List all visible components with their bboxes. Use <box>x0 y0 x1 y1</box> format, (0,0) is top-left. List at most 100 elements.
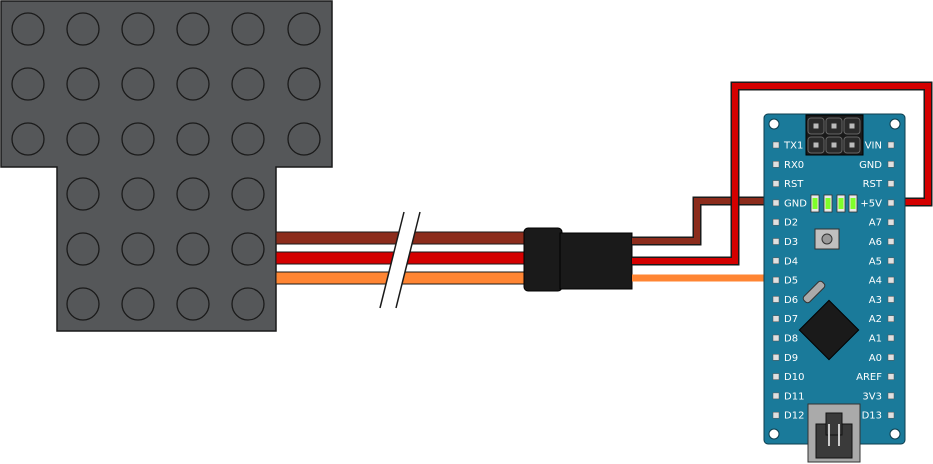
right-pin-pad[interactable] <box>887 392 895 400</box>
left-pin-label: TX1 <box>783 141 803 152</box>
module-stud <box>121 12 155 46</box>
left-pin-pad[interactable] <box>772 354 780 361</box>
jumper-wire-brown-gnd <box>632 196 776 246</box>
icsp-pin <box>813 123 819 129</box>
right-pin-pad[interactable] <box>887 218 895 226</box>
right-pin-pad[interactable] <box>887 257 895 265</box>
left-pin-label: D12 <box>784 411 804 422</box>
left-pin-label: D10 <box>784 372 804 383</box>
icsp-pin <box>813 142 819 148</box>
cable-break-line-right <box>395 211 421 309</box>
connector-plug <box>523 227 563 292</box>
left-pin-pad[interactable] <box>772 180 780 187</box>
left-pin-pad[interactable] <box>772 276 780 284</box>
module-stud <box>231 177 265 211</box>
module-stud <box>121 287 155 321</box>
left-pin-pad[interactable] <box>772 296 780 303</box>
mounting-hole <box>768 428 780 440</box>
cable-break-line-left <box>379 211 405 309</box>
jumper-wires <box>632 81 933 282</box>
led-light <box>812 198 818 209</box>
right-pin-pad[interactable] <box>887 296 895 303</box>
left-pin-pad[interactable] <box>772 334 780 342</box>
left-pin-label: D3 <box>784 237 798 248</box>
right-pin-label: A7 <box>869 218 882 229</box>
reset-button-cap[interactable] <box>821 233 833 245</box>
led-light <box>850 198 856 209</box>
module-studs <box>11 12 321 321</box>
left-pin-pad[interactable] <box>772 161 780 168</box>
module-stud <box>176 67 210 101</box>
module-stud <box>121 122 155 156</box>
left-pin-label: D4 <box>784 256 798 267</box>
left-pin-pad[interactable] <box>772 373 780 380</box>
right-pin-pad[interactable] <box>887 161 895 168</box>
module-stud <box>231 67 265 101</box>
mounting-hole <box>889 428 901 440</box>
icsp-pin <box>831 142 837 148</box>
module-stud <box>11 122 45 156</box>
servo-cable <box>275 211 527 309</box>
right-pin-pad[interactable] <box>887 315 895 322</box>
usb-contact <box>838 424 840 446</box>
module-stud <box>66 67 100 101</box>
right-pin-label: A0 <box>869 353 882 364</box>
module-stud <box>231 232 265 266</box>
mini-usb-port[interactable] <box>807 403 861 463</box>
left-pin-label: D2 <box>784 218 798 229</box>
status-leds <box>810 194 858 213</box>
left-pin-label: D11 <box>784 391 804 402</box>
right-pin-label: D13 <box>862 411 882 422</box>
left-pin-pad[interactable] <box>772 238 780 245</box>
left-pin-label: D8 <box>784 334 798 345</box>
mounting-hole <box>889 118 901 130</box>
right-pin-pad[interactable] <box>887 199 895 207</box>
right-pin-pad[interactable] <box>887 334 895 342</box>
module-stud <box>287 122 321 156</box>
icsp-header <box>805 114 864 156</box>
left-pin-pad[interactable] <box>772 315 780 322</box>
connector-socket <box>559 232 633 290</box>
left-pin-pad[interactable] <box>772 141 780 149</box>
module-stud <box>66 232 100 266</box>
right-pin-label: +5V <box>860 198 882 209</box>
right-pin-label: 3V3 <box>862 391 882 402</box>
left-pin-label: D9 <box>784 353 798 364</box>
jumper-wire-brown-gnd-inner <box>632 198 776 244</box>
right-pin-pad[interactable] <box>887 141 895 149</box>
right-pin-pad[interactable] <box>887 373 895 380</box>
right-pin-label: RST <box>863 179 883 190</box>
right-pin-label: GND <box>859 160 882 171</box>
right-pin-pad[interactable] <box>887 411 895 419</box>
left-pin-pad[interactable] <box>772 199 780 207</box>
mounting-hole <box>768 118 780 130</box>
left-pin-pad[interactable] <box>772 257 780 265</box>
module-stud <box>287 67 321 101</box>
module-stud <box>287 12 321 46</box>
microcontroller-chip <box>798 299 860 361</box>
right-pin-pad[interactable] <box>887 238 895 245</box>
module-stud <box>231 287 265 321</box>
right-pin-pad[interactable] <box>887 276 895 284</box>
icsp-pin <box>849 123 855 129</box>
left-pin-pad[interactable] <box>772 218 780 226</box>
cable-break-gap <box>380 212 420 308</box>
right-pin-label: AREF <box>856 372 882 383</box>
left-pin-pad[interactable] <box>772 411 780 419</box>
module-stud <box>66 12 100 46</box>
module-stud <box>66 122 100 156</box>
left-pin-label: D7 <box>784 314 798 325</box>
jumper-wire-red-5v-inner <box>632 83 931 264</box>
right-pin-pad[interactable] <box>887 354 895 361</box>
led-light <box>838 198 844 209</box>
module-body <box>0 0 333 332</box>
module-stud <box>11 67 45 101</box>
left-pin-label: RX0 <box>784 160 804 171</box>
lego-sensor-module <box>0 0 333 332</box>
left-pin-pad[interactable] <box>772 392 780 400</box>
right-pin-pad[interactable] <box>887 180 895 187</box>
module-stud <box>176 122 210 156</box>
